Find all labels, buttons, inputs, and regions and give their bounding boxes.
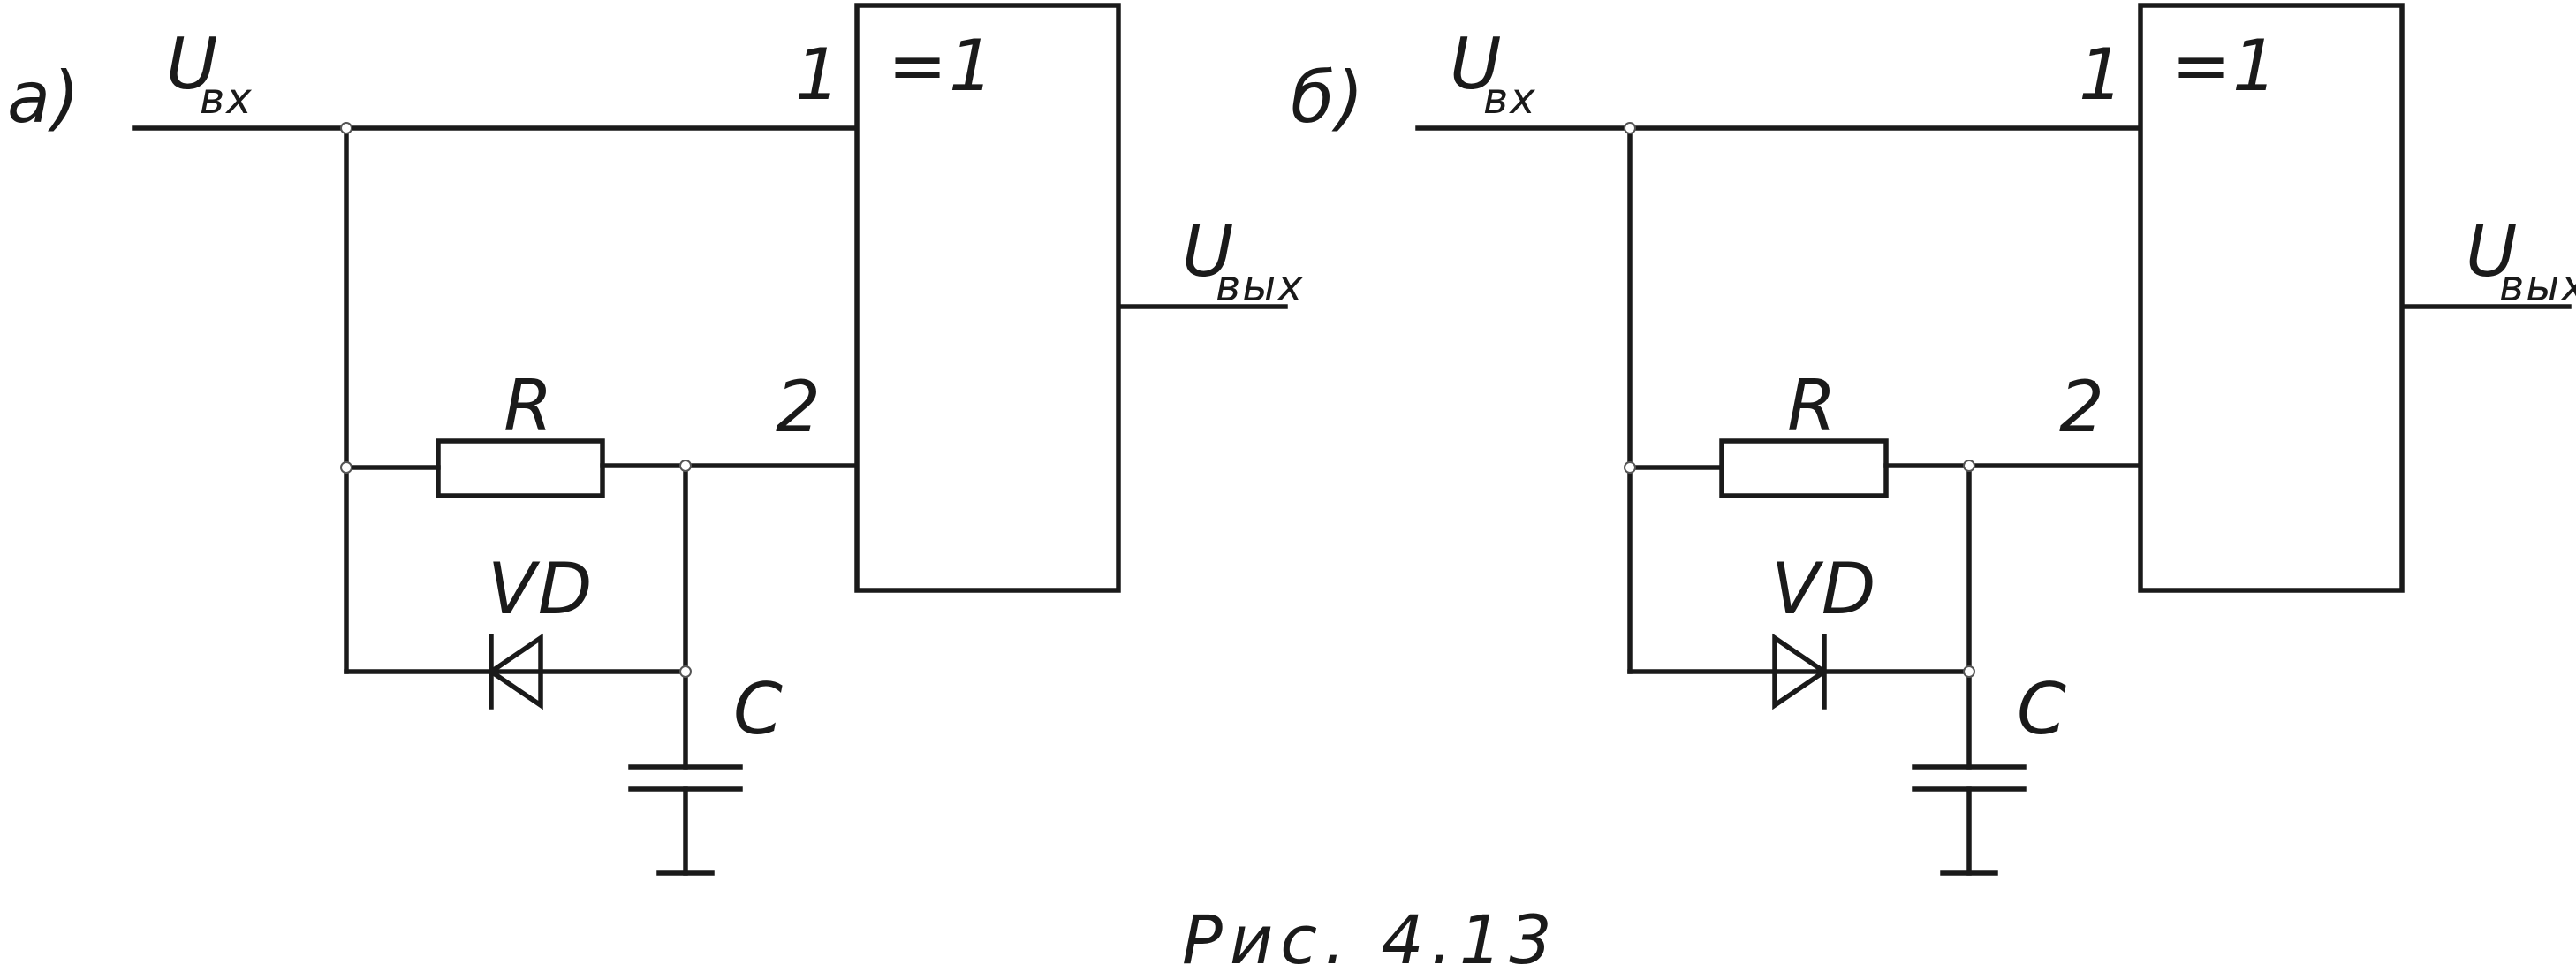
diode xyxy=(487,633,543,710)
diode-label: VD xyxy=(488,548,594,630)
junction-node xyxy=(340,122,352,134)
junction-node xyxy=(1963,665,1975,678)
svg-text:U: U xyxy=(1182,210,1236,292)
ground-symbol xyxy=(656,786,715,876)
resistor xyxy=(436,438,605,498)
xor-gate xyxy=(2138,3,2405,593)
capacitor xyxy=(628,764,743,792)
svg-text:вх: вх xyxy=(1483,74,1537,124)
svg-text:U: U xyxy=(1450,23,1504,105)
pin-1-label: 1 xyxy=(2079,34,2125,116)
ground-symbol xyxy=(1940,786,1998,876)
svg-text:U: U xyxy=(2466,210,2519,292)
junction-node xyxy=(679,460,692,472)
panel-label: а) xyxy=(7,57,81,139)
svg-text:вых: вых xyxy=(1216,262,1305,311)
capacitor-label: C xyxy=(2017,668,2068,750)
junction-node xyxy=(1963,460,1975,472)
input-label: U вх xyxy=(1450,23,1537,124)
xor-gate xyxy=(854,3,1121,593)
gate-symbol: =1 xyxy=(2171,25,2279,107)
resistor xyxy=(1719,438,1889,498)
panel-label: б) xyxy=(1291,57,1366,139)
figure-caption: Рис. 4.13 xyxy=(1182,900,1559,979)
svg-text:вх: вх xyxy=(200,74,254,124)
resistor-label: R xyxy=(1787,365,1838,447)
capacitor-label: C xyxy=(733,668,784,750)
output-label: U вых xyxy=(2466,210,2576,311)
output-label: U вых xyxy=(1182,210,1305,311)
input-label: U вх xyxy=(166,23,254,124)
circuit-a: а) U вх =1 1 2 U вых R VD C xyxy=(7,3,1305,876)
circuit-b: б) U вх =1 1 2 U вых R VD C xyxy=(1291,3,2576,876)
pin-2-label: 2 xyxy=(2059,366,2106,448)
junction-node xyxy=(1624,461,1636,474)
resistor-label: R xyxy=(504,365,555,447)
junction-node xyxy=(679,665,692,678)
diode xyxy=(1772,633,1829,710)
svg-text:U: U xyxy=(166,23,220,105)
pin-2-label: 2 xyxy=(776,366,822,448)
junction-node xyxy=(340,461,352,474)
capacitor xyxy=(1912,764,2027,792)
junction-node xyxy=(1624,122,1636,134)
diode-label: VD xyxy=(1771,548,1877,630)
pin-1-label: 1 xyxy=(795,34,842,116)
gate-symbol: =1 xyxy=(888,25,996,107)
svg-text:вых: вых xyxy=(2499,262,2576,311)
